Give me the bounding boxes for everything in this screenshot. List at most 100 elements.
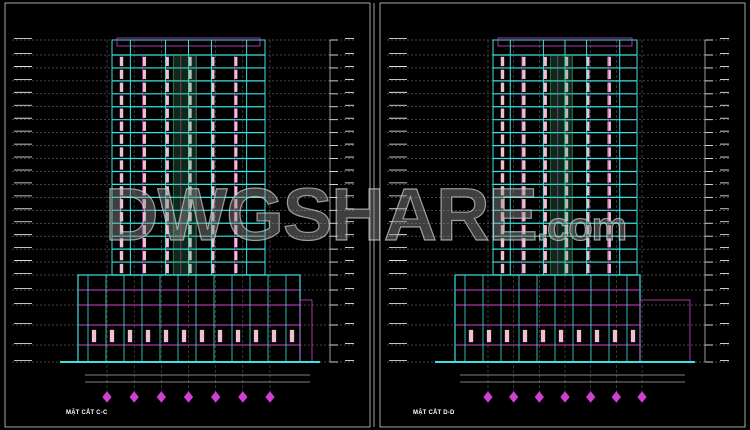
window	[119, 108, 124, 118]
window	[522, 237, 526, 248]
podium-window	[612, 329, 618, 343]
axis-bubble	[534, 391, 544, 403]
window	[522, 225, 526, 235]
window	[119, 147, 124, 157]
window	[522, 212, 526, 222]
window	[500, 237, 505, 248]
podium-window	[486, 329, 492, 343]
window	[543, 108, 547, 118]
window	[607, 173, 611, 183]
watermark-main: DWGSHARE	[104, 173, 538, 256]
window	[607, 108, 611, 118]
podium-window	[630, 329, 636, 343]
window	[165, 147, 169, 157]
window	[543, 69, 547, 80]
window	[142, 69, 147, 80]
window	[119, 212, 124, 222]
window	[522, 56, 526, 67]
window	[500, 56, 505, 67]
window	[500, 82, 505, 93]
podium-window	[127, 329, 133, 343]
window	[165, 108, 169, 118]
window	[500, 69, 505, 80]
window	[142, 147, 147, 157]
window	[607, 121, 611, 131]
window	[119, 186, 124, 196]
axis-bubble	[483, 391, 493, 403]
axis-bubble	[156, 391, 166, 403]
section-title-c: MẶT CẮT C-C	[66, 410, 108, 416]
podium-window	[109, 329, 115, 343]
window	[607, 82, 611, 93]
window	[142, 134, 147, 144]
window	[522, 173, 526, 183]
window	[500, 186, 505, 196]
window	[119, 160, 124, 170]
podium-window	[522, 329, 528, 343]
podium-window	[289, 329, 295, 343]
window	[543, 56, 547, 67]
window	[500, 160, 505, 170]
window	[543, 134, 547, 144]
podium-window	[576, 329, 582, 343]
window	[522, 160, 526, 170]
window	[500, 108, 505, 118]
window	[607, 186, 611, 196]
window	[119, 237, 124, 248]
window	[165, 95, 169, 105]
window	[607, 225, 611, 235]
window	[142, 108, 147, 118]
podium-window	[558, 329, 564, 343]
window	[500, 212, 505, 222]
podium-window	[217, 329, 223, 343]
window	[500, 250, 505, 261]
section-title-d: MẶT CẮT D-D	[413, 410, 455, 416]
window	[607, 212, 611, 222]
axis-bubble	[102, 391, 112, 403]
window	[119, 263, 124, 274]
window	[607, 263, 611, 274]
window	[142, 160, 147, 170]
axis-bubble	[211, 391, 221, 403]
window	[543, 121, 547, 131]
axis-bubble	[509, 391, 519, 403]
window	[165, 160, 169, 170]
window	[119, 134, 124, 144]
window	[142, 121, 147, 131]
window	[522, 147, 526, 157]
window	[500, 147, 505, 157]
axis-bubble	[560, 391, 570, 403]
section-title-d-text: MẶT CẮT D-D	[413, 410, 455, 416]
window	[522, 69, 526, 80]
window	[543, 147, 547, 157]
podium-window	[271, 329, 277, 343]
window	[522, 186, 526, 196]
window	[500, 199, 505, 209]
podium-window	[253, 329, 259, 343]
window	[165, 56, 169, 67]
window	[119, 82, 124, 93]
window	[119, 250, 124, 261]
window	[500, 121, 505, 131]
axis-bubble	[265, 391, 275, 403]
window	[522, 134, 526, 144]
window	[165, 134, 169, 144]
window	[165, 121, 169, 131]
annex-block	[299, 299, 313, 363]
podium-window	[235, 329, 241, 343]
window	[119, 199, 124, 209]
window	[165, 263, 169, 274]
axis-bubble	[637, 391, 647, 403]
section-title-c-text: MẶT CẮT C-C	[66, 410, 108, 416]
window	[607, 237, 611, 248]
window	[522, 263, 526, 274]
podium-window	[540, 329, 546, 343]
window	[142, 263, 147, 274]
window	[500, 263, 505, 274]
axis-bubble	[129, 391, 139, 403]
window	[500, 134, 505, 144]
window	[543, 82, 547, 93]
window	[119, 95, 124, 105]
window	[522, 95, 526, 105]
axis-bubble	[586, 391, 596, 403]
